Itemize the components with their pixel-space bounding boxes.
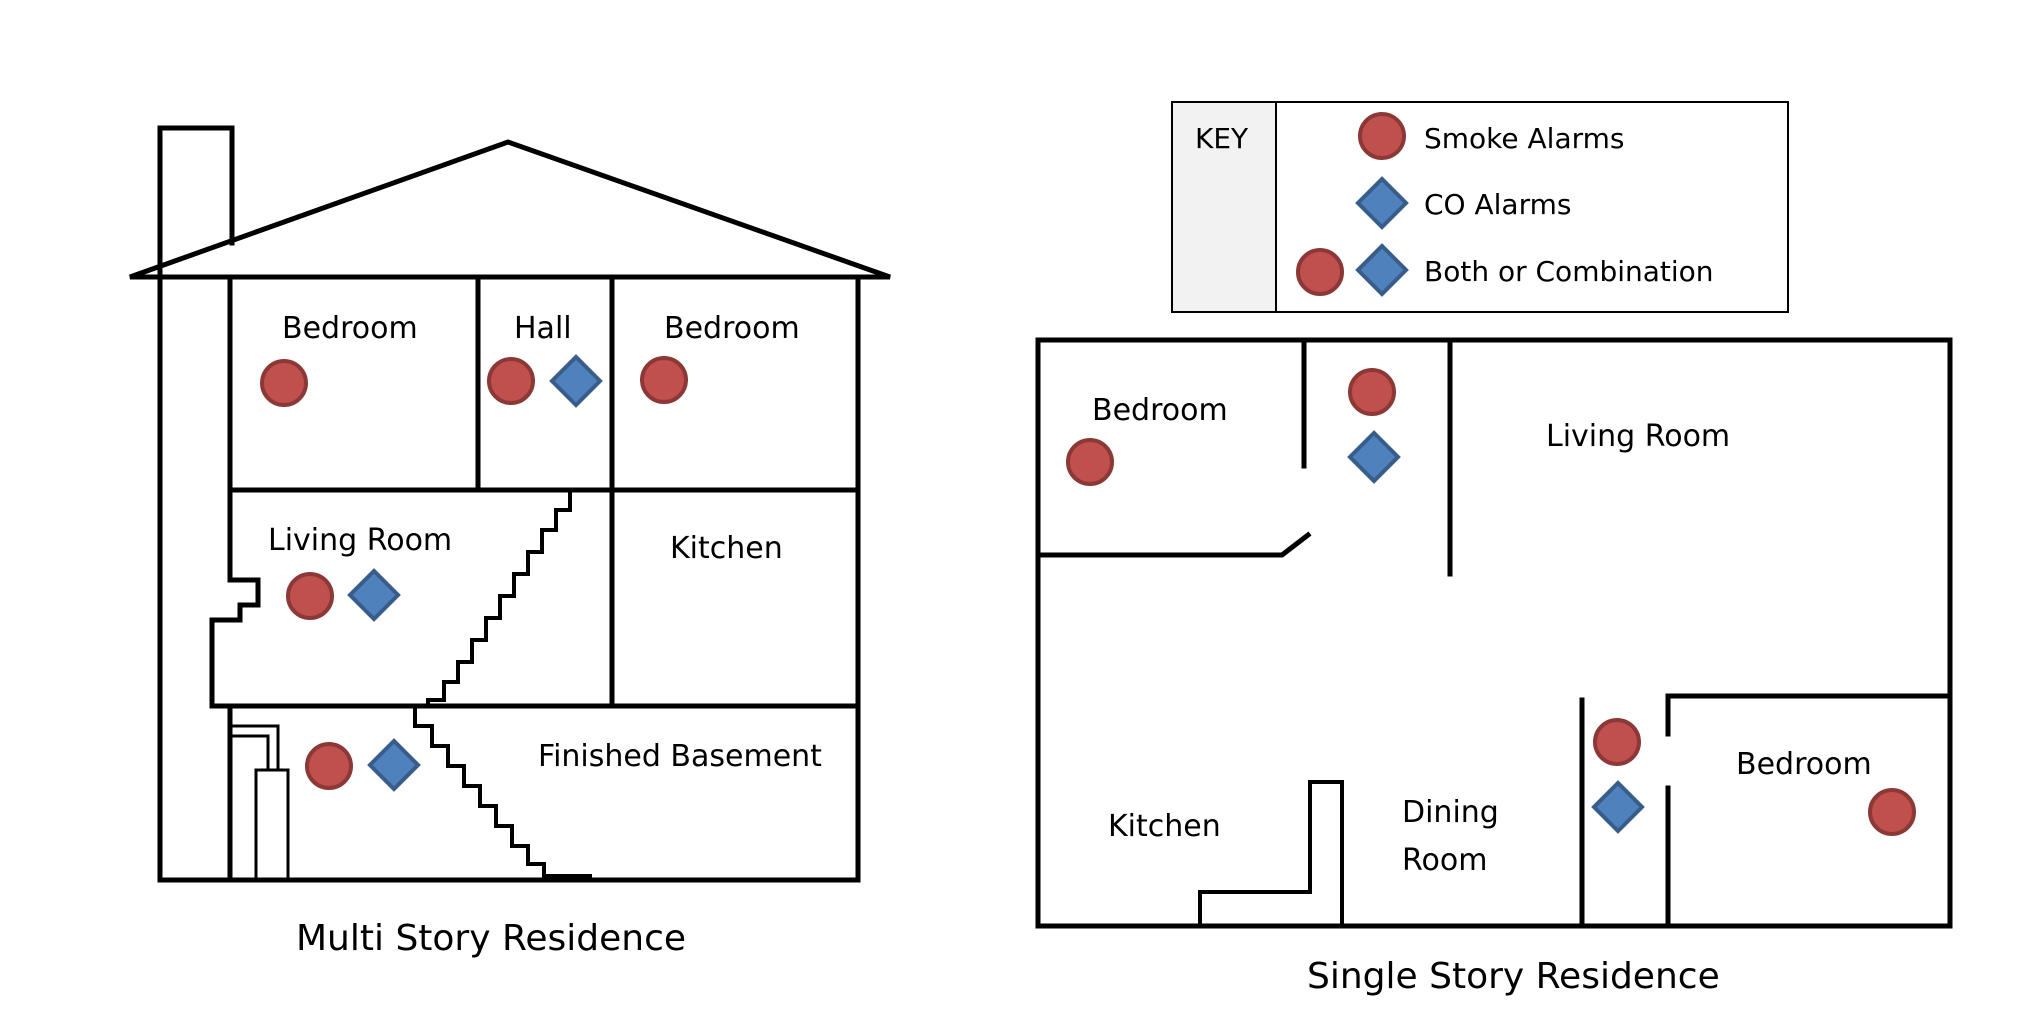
dining-room-label-line2: Room bbox=[1402, 843, 1487, 878]
bedroom-bottom-label: Bedroom bbox=[1736, 747, 1872, 782]
both-key-smoke-icon bbox=[1296, 248, 1344, 296]
lower-stairs bbox=[413, 704, 592, 878]
finished-basement-label: Finished Basement bbox=[538, 739, 822, 774]
smoke-alarm bbox=[640, 356, 688, 404]
single-story-plan: Bedroom Living Room Kitchen Dining Room … bbox=[1035, 337, 1953, 997]
legend-key: KEY Smoke Alarms CO Alarms Both or Combi… bbox=[1171, 101, 1789, 313]
multi-story-house: Bedroom Hall Bedroom Living Room Kitchen… bbox=[129, 125, 891, 959]
bedroom-right-label: Bedroom bbox=[664, 311, 800, 346]
smoke-alarm-key-label: Smoke Alarms bbox=[1424, 122, 1625, 155]
smoke-alarm bbox=[487, 357, 535, 405]
smoke-alarm bbox=[286, 572, 334, 620]
co-alarm bbox=[549, 354, 603, 408]
basement-appliance bbox=[232, 724, 290, 882]
co-alarm-key-icon bbox=[1355, 176, 1409, 230]
kitchen-label: Kitchen bbox=[1108, 809, 1221, 844]
kitchen-counter bbox=[1198, 780, 1344, 928]
bedroom-top-label: Bedroom bbox=[1092, 393, 1228, 428]
key-title-cell bbox=[1171, 101, 1277, 313]
smoke-alarm-key-icon bbox=[1358, 112, 1406, 160]
bedroom-top-bottom-wall bbox=[1035, 531, 1312, 558]
smoke-alarm bbox=[1593, 718, 1641, 766]
both-key-co-icon bbox=[1355, 243, 1409, 297]
both-key-label: Both or Combination bbox=[1424, 255, 1714, 288]
living-room-label: Living Room bbox=[268, 523, 452, 558]
living-room-label: Living Room bbox=[1546, 419, 1730, 454]
smoke-alarm bbox=[260, 359, 308, 407]
key-title: KEY bbox=[1195, 122, 1249, 155]
living-room-jog bbox=[209, 487, 261, 709]
bedroom-left-label: Bedroom bbox=[282, 311, 418, 346]
single-story-caption: Single Story Residence bbox=[1307, 956, 1720, 997]
dining-room-label-line1: Dining bbox=[1402, 795, 1499, 830]
co-alarm bbox=[347, 568, 401, 622]
co-alarm bbox=[367, 738, 421, 792]
upper-stairs bbox=[426, 488, 572, 708]
multi-story-caption: Multi Story Residence bbox=[296, 918, 686, 959]
smoke-alarm bbox=[1868, 788, 1916, 836]
co-alarm bbox=[1347, 430, 1401, 484]
smoke-alarm bbox=[1348, 368, 1396, 416]
chimney bbox=[157, 125, 235, 268]
smoke-alarm bbox=[305, 742, 353, 790]
bedroom-bottom-top-wall bbox=[1665, 693, 1953, 737]
hall-label: Hall bbox=[514, 311, 572, 346]
smoke-alarm bbox=[1066, 438, 1114, 486]
co-alarm-key-label: CO Alarms bbox=[1424, 188, 1571, 221]
roof bbox=[129, 139, 891, 280]
kitchen-label: Kitchen bbox=[670, 531, 783, 566]
co-alarm bbox=[1591, 780, 1645, 834]
